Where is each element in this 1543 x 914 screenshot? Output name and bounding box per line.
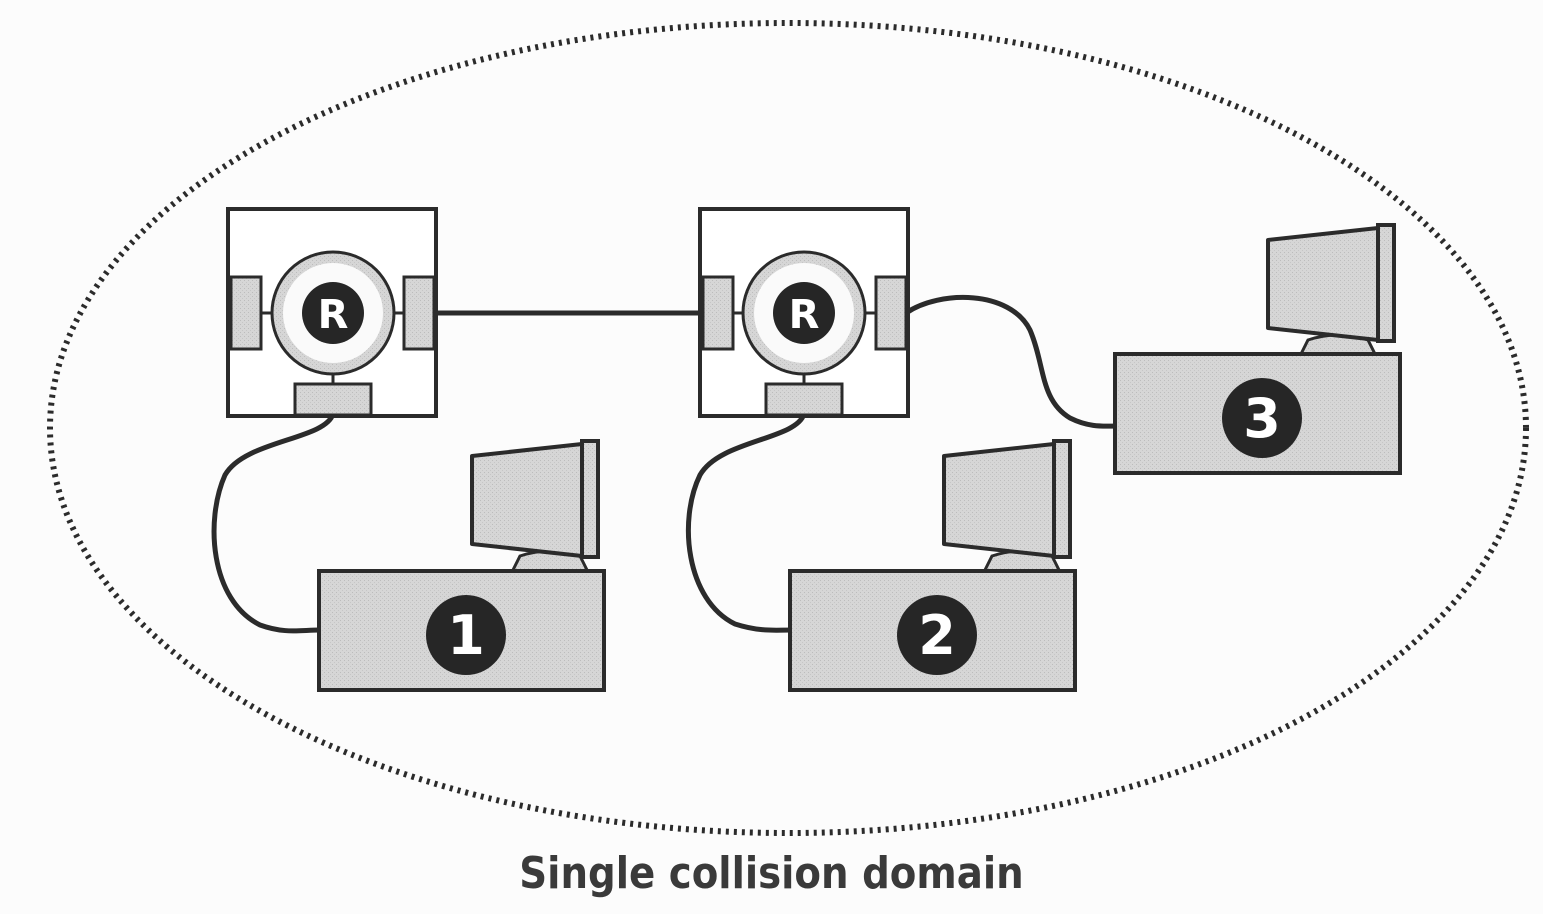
computer-2-label: 2: [918, 604, 956, 667]
computer-1: 1: [317, 439, 606, 692]
computer-2-monitor: [942, 442, 1056, 558]
computer-3-monitor: [1266, 226, 1380, 342]
computer-2-badge: [897, 595, 977, 675]
computer-3: 3: [1113, 223, 1402, 475]
repeater-1: R: [226, 207, 438, 418]
repeater-1-port-bottom: [293, 382, 373, 417]
computer-3-screen-bezel: [1376, 223, 1396, 343]
cable-repeater1-computer1: [211, 411, 336, 634]
repeater-1-port-left: [229, 275, 263, 351]
computer-2: 2: [788, 439, 1077, 692]
cable-repeater2-computer2: [685, 411, 807, 633]
repeater-2: R: [698, 207, 910, 418]
cables: [211, 295, 1120, 634]
repeater-2-badge: [773, 282, 835, 344]
computer-2-screen-bezel: [1052, 439, 1072, 559]
computer-3-badge: [1222, 378, 1302, 458]
repeater-2-label: R: [789, 292, 820, 338]
diagram-caption: Single collision domain: [519, 848, 1024, 899]
repeater-2-port-left: [701, 275, 735, 351]
cable-repeater2-computer3: [903, 295, 1120, 429]
computer-3-label: 3: [1243, 387, 1281, 450]
computer-1-badge: [426, 595, 506, 675]
collision-domain-boundary: [47, 20, 1529, 836]
computer-1-screen-bezel: [580, 439, 600, 559]
repeater-1-port-right: [402, 275, 436, 351]
repeater-1-badge: [302, 282, 364, 344]
repeater-2-port-right: [874, 275, 908, 351]
repeater-1-label: R: [318, 292, 349, 338]
computer-1-monitor: [470, 442, 584, 558]
repeater-2-port-bottom: [764, 382, 844, 417]
computer-1-label: 1: [447, 604, 485, 667]
